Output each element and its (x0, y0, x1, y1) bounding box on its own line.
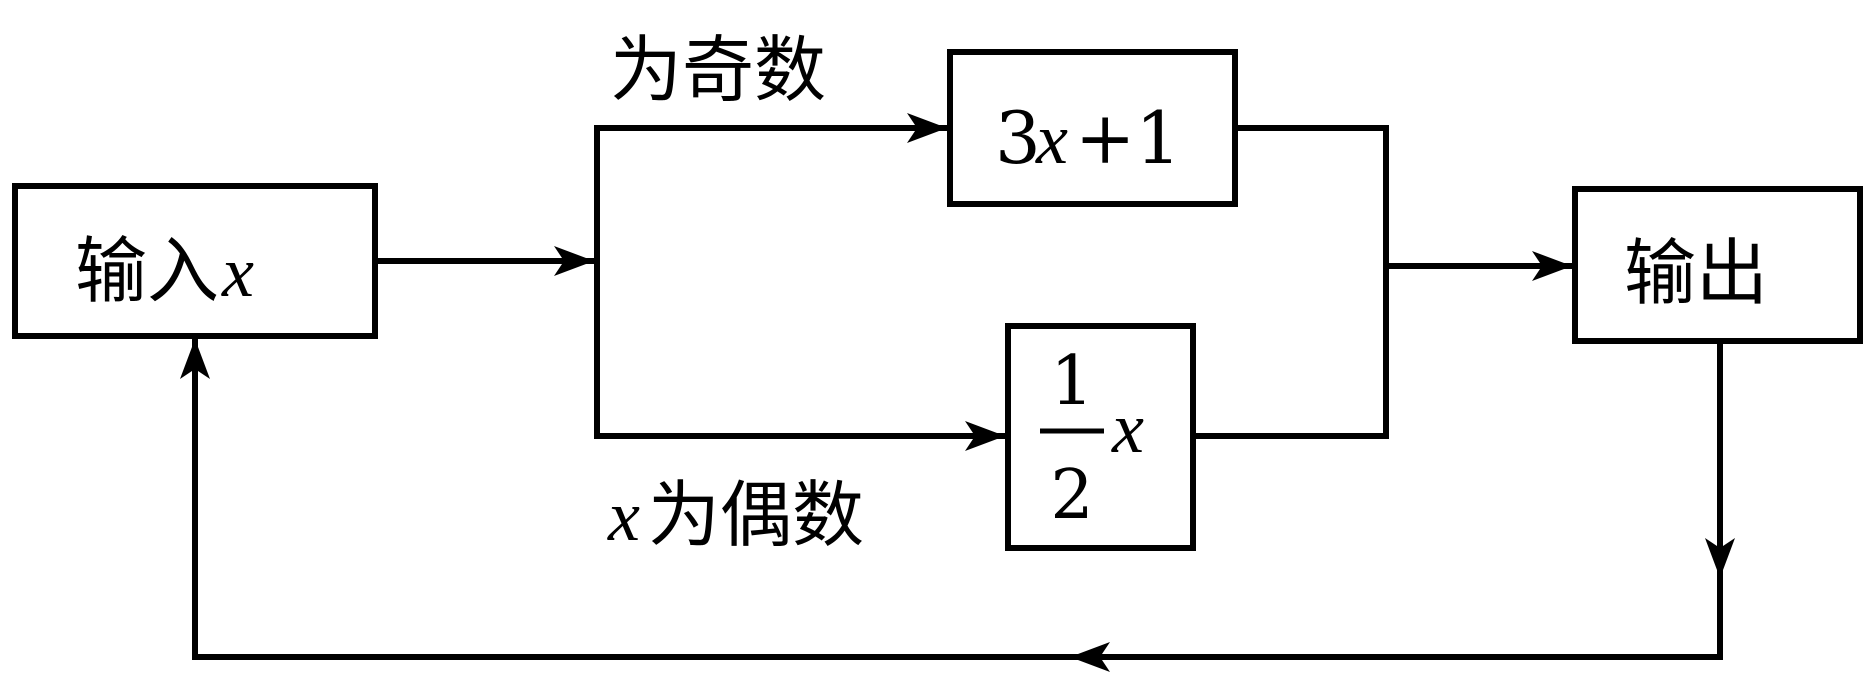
even-operation-box: 1 2 x (1005, 323, 1196, 551)
odd-branch-label: 为奇数 (610, 28, 826, 112)
odd-to-merge-line (1235, 125, 1389, 438)
even-op-variable: x (1111, 388, 1144, 468)
output-box-label: 输出 (1624, 231, 1768, 315)
input-box: 输入 x (12, 183, 378, 339)
odd-op-variable: x (1035, 99, 1068, 179)
input-box-label: 输入 (75, 229, 219, 313)
output-box: 输出 (1572, 186, 1863, 344)
odd-operation-box: 3 x +1 (947, 49, 1238, 207)
even-op-denominator: 2 (1050, 456, 1093, 535)
even-branch-variable: x (607, 476, 640, 556)
even-op-numerator: 1 (1050, 342, 1093, 421)
input-box-variable: x (221, 232, 254, 312)
odd-op-coefficient: 3 (995, 96, 1041, 180)
even-branch-label: 为偶数 (648, 473, 864, 557)
odd-op-constant: +1 (1075, 96, 1181, 180)
